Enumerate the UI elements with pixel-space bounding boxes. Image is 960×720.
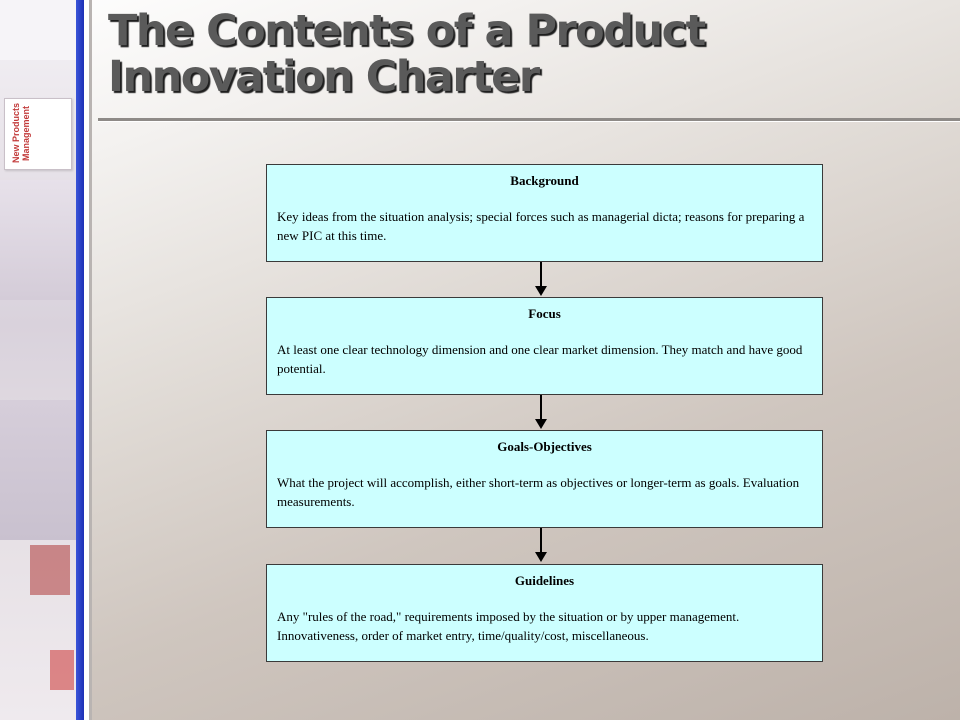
accent-bar bbox=[76, 0, 84, 720]
flow-box-body: Any "rules of the road," requirements im… bbox=[277, 609, 740, 643]
flow-arrow-line bbox=[540, 262, 542, 288]
divider bbox=[89, 0, 92, 720]
decorative-left-strip: New Products Management bbox=[0, 0, 76, 720]
flow-box-heading: Focus bbox=[528, 306, 561, 321]
flow-arrow-head bbox=[535, 552, 547, 562]
flow-box-body: At least one clear technology dimension … bbox=[277, 342, 803, 376]
flow-box-background: Background Key ideas from the situation … bbox=[266, 164, 823, 262]
strip-panel bbox=[0, 400, 76, 540]
flow-box-body: Key ideas from the situation analysis; s… bbox=[277, 209, 805, 243]
divider bbox=[84, 0, 89, 720]
flow-box-goals-objectives: Goals-Objectives What the project will a… bbox=[266, 430, 823, 528]
flow-box-guidelines: Guidelines Any "rules of the road," requ… bbox=[266, 564, 823, 662]
flow-box-heading: Goals-Objectives bbox=[497, 439, 592, 454]
flow-arrow-line bbox=[540, 528, 542, 554]
flow-box-focus: Focus At least one clear technology dime… bbox=[266, 297, 823, 395]
book-cover-title: New Products Management bbox=[11, 103, 31, 164]
flow-arrow-head bbox=[535, 286, 547, 296]
strip-panel bbox=[0, 180, 76, 300]
flow-arrow-head bbox=[535, 419, 547, 429]
flow-arrow-line bbox=[540, 395, 542, 421]
strip-red-book bbox=[50, 650, 74, 690]
flow-box-heading: Guidelines bbox=[514, 573, 575, 588]
flow-box-heading: Background bbox=[510, 173, 579, 188]
book-cover-image: New Products Management bbox=[4, 98, 72, 170]
slide-title: The Contents of a Product Innovation Cha… bbox=[108, 6, 706, 102]
strip-panel bbox=[0, 0, 76, 60]
title-underline bbox=[98, 118, 960, 122]
strip-red-book bbox=[30, 545, 70, 595]
flow-box-body: What the project will accomplish, either… bbox=[277, 475, 800, 509]
